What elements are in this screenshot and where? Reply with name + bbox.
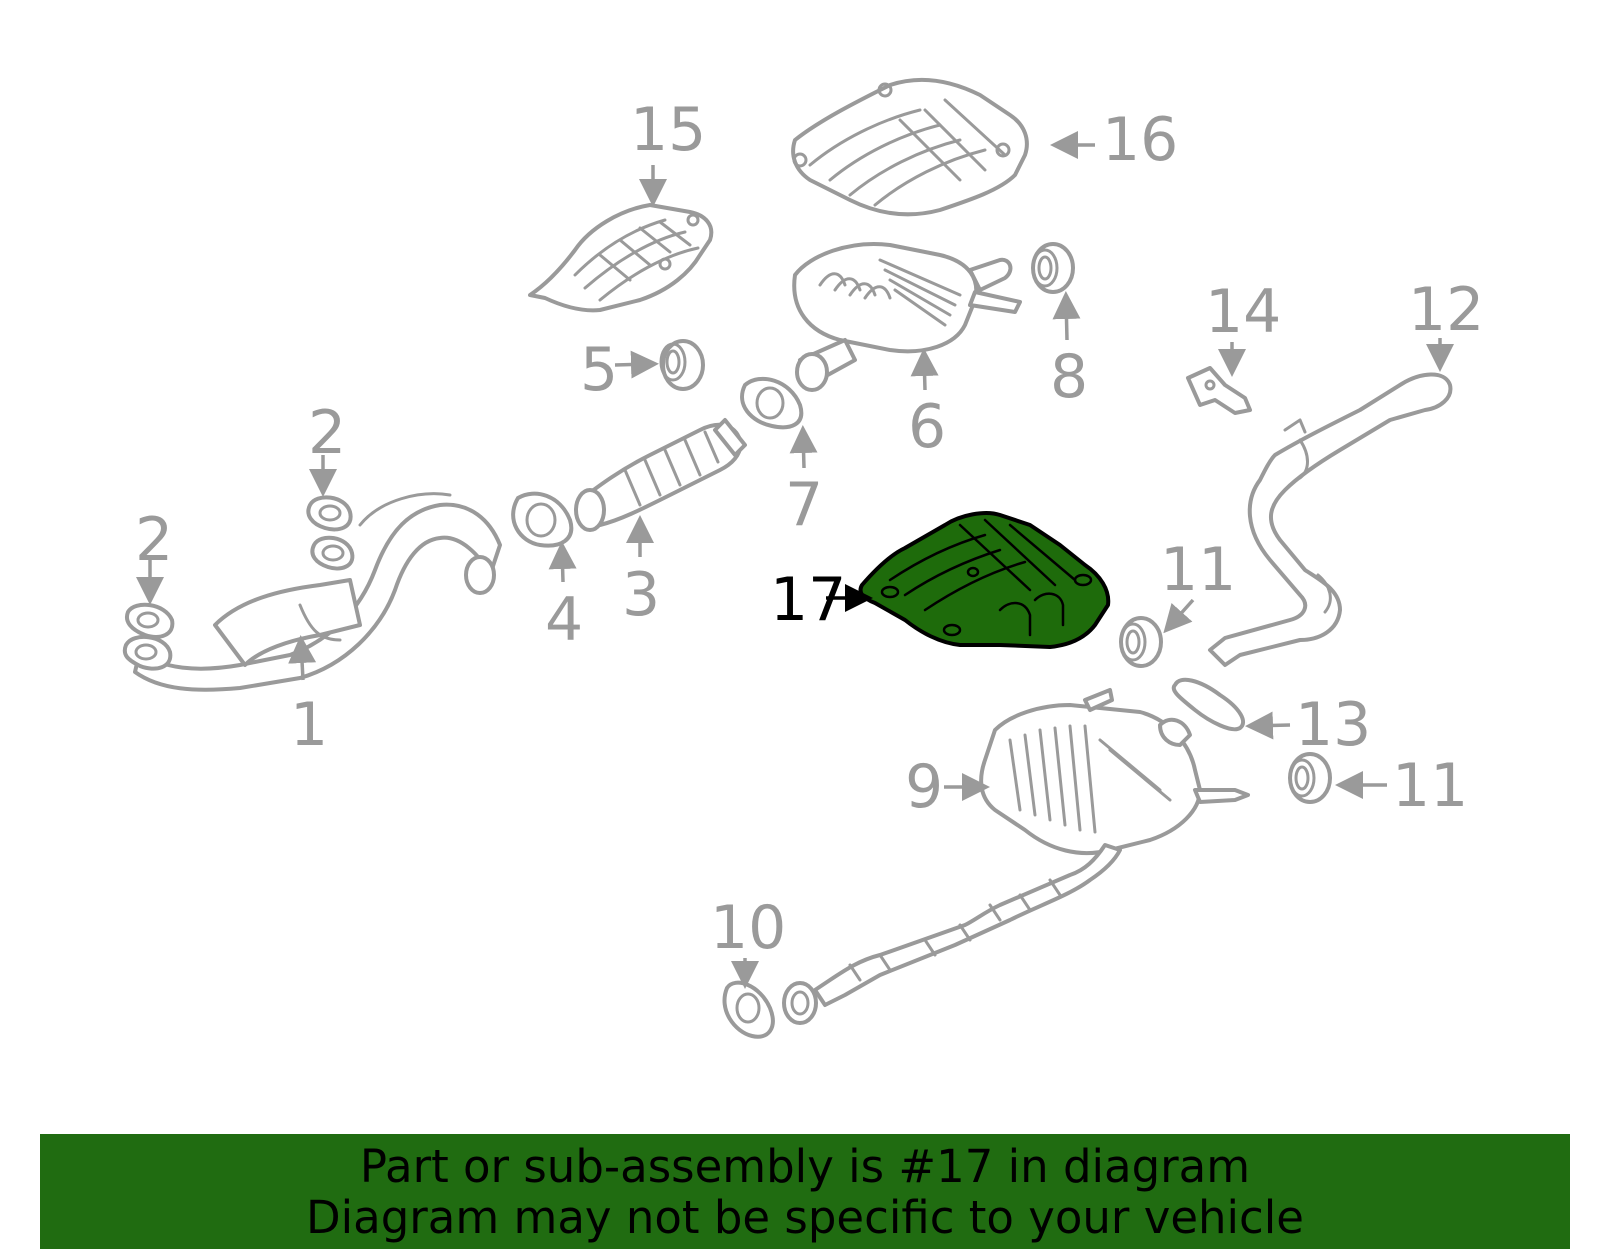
part-4-gasket[interactable] (511, 491, 574, 548)
banner-line-1: Part or sub-assembly is #17 in diagram (359, 1139, 1251, 1193)
part-10-gasket[interactable] (722, 980, 775, 1039)
callout-12: 12 (1408, 275, 1484, 345)
part-7-gasket[interactable] (740, 376, 804, 430)
callout-2-upper: 2 (308, 398, 346, 468)
part-8-hanger[interactable] (1031, 242, 1075, 294)
callout-4: 4 (545, 585, 583, 655)
callout-11-lower: 11 (1392, 751, 1468, 821)
callout-6: 6 (908, 392, 946, 462)
callout-17: 17 (770, 565, 846, 635)
part-13-gasket[interactable] (1171, 677, 1246, 732)
callout-3: 3 (622, 560, 660, 630)
banner-line-2: Diagram may not be specific to your vehi… (306, 1190, 1304, 1244)
callout-5: 5 (580, 335, 618, 405)
part-12-tailpipe[interactable] (1208, 372, 1453, 667)
info-banner: Part or sub-assembly is #17 in diagram D… (40, 1134, 1570, 1249)
callout-2-left: 2 (135, 505, 173, 575)
callout-10: 10 (710, 893, 786, 963)
part-2-gasket-left[interactable] (122, 602, 175, 671)
callout-16: 16 (1102, 105, 1178, 175)
callout-1: 1 (290, 690, 328, 760)
part-6-resonator[interactable] (792, 242, 1022, 392)
part-9-rear-muffler[interactable] (782, 688, 1250, 1025)
part-5-hanger[interactable] (659, 339, 705, 391)
part-15-heat-shield[interactable] (528, 203, 714, 313)
callout-14: 14 (1205, 277, 1281, 347)
part-3-catalytic-converter[interactable] (574, 418, 747, 532)
callout-11-upper: 11 (1160, 535, 1236, 605)
callout-8: 8 (1050, 342, 1088, 412)
part-2-gasket-upper[interactable] (306, 495, 355, 571)
part-16-heat-shield[interactable] (791, 77, 1029, 217)
part-17-heat-shield-highlighted[interactable] (858, 511, 1111, 649)
callout-7: 7 (785, 470, 823, 540)
part-14-bracket[interactable] (1186, 366, 1252, 415)
part-11-hanger-lower[interactable] (1288, 752, 1332, 804)
leader-arrows (136, 131, 1454, 989)
callout-15: 15 (630, 95, 706, 165)
callout-9: 9 (905, 752, 943, 822)
callout-labels: 1 2 2 3 4 5 6 7 8 9 10 11 11 12 13 14 15… (135, 95, 1484, 963)
part-11-hanger-upper[interactable] (1119, 616, 1163, 668)
callout-13: 13 (1295, 690, 1371, 760)
